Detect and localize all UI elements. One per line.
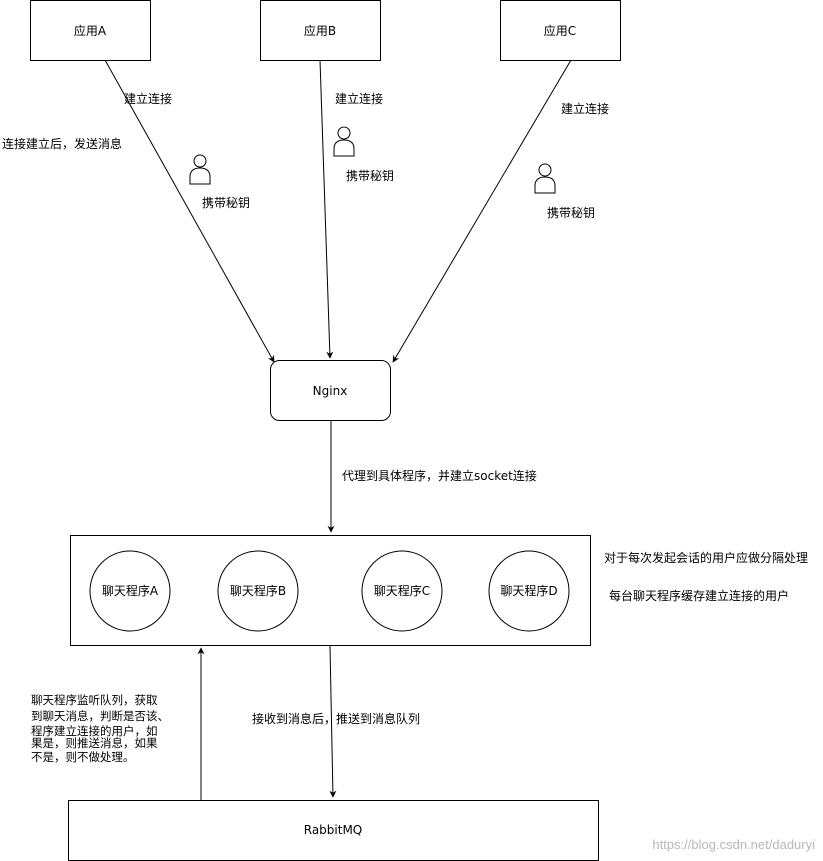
chat-program-b-label: 聊天程序B <box>230 583 286 598</box>
edge-label-connect-c: 建立连接 <box>561 101 609 116</box>
note-listen-line: 聊天程序监听队列，获取 <box>31 693 158 707</box>
rabbitmq-node: RabbitMQ <box>68 800 599 861</box>
user-icon <box>333 126 355 157</box>
chat-program-c-node: 聊天程序C <box>361 550 443 632</box>
user-icon <box>189 154 211 185</box>
edge-label-proxy: 代理到具体程序，并建立socket连接 <box>342 468 537 483</box>
app-a-label: 应用A <box>74 23 107 38</box>
app-c-node: 应用C <box>500 0 621 61</box>
note-listen-line: 果是，则推送消息，如果 <box>31 736 158 750</box>
nginx-node: Nginx <box>270 360 391 421</box>
nginx-label: Nginx <box>313 384 348 398</box>
chat-program-b-node: 聊天程序B <box>217 550 299 632</box>
rabbitmq-label: RabbitMQ <box>304 823 363 837</box>
note-listen-line: 不是，则不做处理。 <box>31 750 135 764</box>
edge-app-b-nginx <box>319 59 334 359</box>
key-label-c: 携带秘钥 <box>547 205 595 220</box>
key-label-a: 携带秘钥 <box>202 195 250 210</box>
edge-label-connect-a: 建立连接 <box>124 91 172 106</box>
chat-program-d-label: 聊天程序D <box>500 583 557 598</box>
chat-program-a-label: 聊天程序A <box>102 583 159 598</box>
edge-label-connect-b: 建立连接 <box>335 91 383 106</box>
watermark: https://blog.csdn.net/daduryi <box>652 837 815 852</box>
note-listen-line: 到聊天消息，判断是否该、 <box>31 709 169 723</box>
note-cache: 每台聊天程序缓存建立连接的用户 <box>609 588 789 603</box>
edge-app-a-nginx <box>104 59 275 363</box>
chat-program-c-label: 聊天程序C <box>374 583 430 598</box>
note-listen: 聊天程序监听队列，获取 到聊天消息，判断是否该、 程序建立连接的用户，如 果是，… <box>31 693 169 764</box>
user-icon <box>534 163 556 194</box>
app-b-node: 应用B <box>260 0 381 61</box>
chat-program-d-node: 聊天程序D <box>488 550 570 632</box>
note-isolate: 对于每次发起会话的用户应做分隔处理 <box>604 550 808 565</box>
app-a-node: 应用A <box>30 0 151 61</box>
edge-cluster-rabbitmq <box>329 645 337 798</box>
key-label-b: 携带秘钥 <box>346 168 394 183</box>
edge-label-push-mq: 接收到消息后，推送到消息队列 <box>252 711 420 726</box>
edge-app-c-nginx <box>392 59 572 363</box>
app-c-label: 应用C <box>544 23 576 38</box>
note-listen-line: 程序建立连接的用户，如 <box>31 724 158 738</box>
app-b-label: 应用B <box>304 23 336 38</box>
edge-label-after-connect: 连接建立后，发送消息 <box>2 136 122 151</box>
chat-program-a-node: 聊天程序A <box>89 550 171 632</box>
